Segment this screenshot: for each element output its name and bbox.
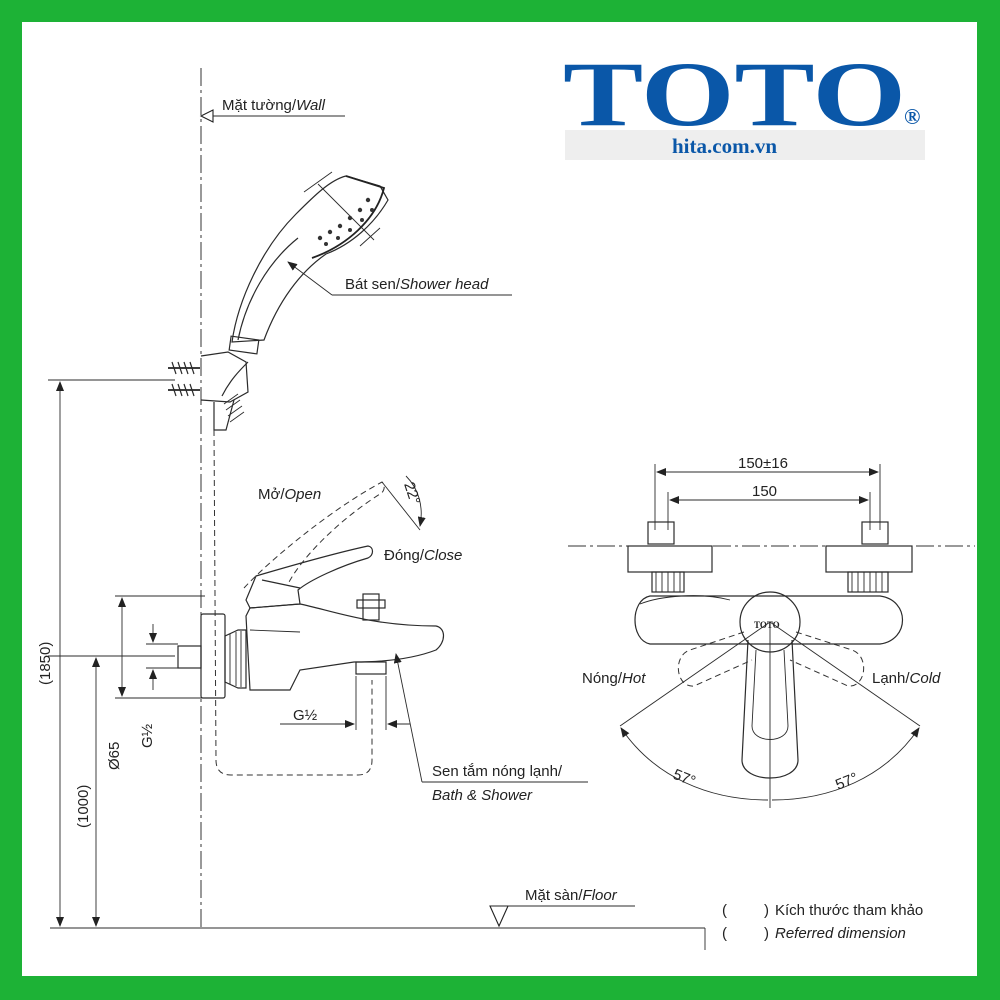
- legend-ref-vi: Kích thước tham khảo: [775, 902, 923, 919]
- rotation-angle-arcs: 57° 57°: [619, 621, 921, 808]
- height-dimensions: (1850) (1000) Ø65 G½: [37, 379, 205, 927]
- open-label: Mở/Open: [258, 486, 321, 503]
- legend-paren-close-1: ): [764, 902, 769, 919]
- dim-centers: 150: [752, 483, 777, 500]
- logo-wordmark: TOTO: [563, 43, 906, 145]
- legend-paren-open-2: (: [722, 925, 727, 942]
- dim-cold-angle: 57°: [833, 769, 860, 793]
- wall-label: Mặt tường/Wall: [222, 97, 326, 114]
- hot-label: Nóng/Hot: [582, 670, 646, 687]
- dim-mixer-height: (1000): [75, 785, 92, 828]
- mixer-callout: Sen tắm nóng lạnh/ Bath & Shower: [393, 653, 588, 804]
- website-text: hita.com.vn: [672, 134, 777, 158]
- floor-label: Mặt sàn/Floor: [525, 887, 618, 904]
- legend-paren-open-1: (: [722, 902, 727, 919]
- floor-callout: Mặt sàn/Floor: [489, 887, 635, 928]
- dim-centers-tolerance: 150±16: [738, 455, 788, 472]
- technical-drawing: TOTO ® hita.com.vn Mặt tường/Wall Mặt sà…: [37, 43, 975, 950]
- shower-head: [221, 171, 389, 423]
- dim-body-diameter: Ø65: [106, 742, 123, 770]
- dim-total-height: (1850): [37, 642, 54, 685]
- toto-logo: TOTO ® hita.com.vn: [563, 43, 925, 160]
- wall-callout: Mặt tường/Wall: [199, 97, 345, 123]
- mixer-label-vi: Sen tắm nóng lạnh/: [432, 763, 563, 780]
- legend-paren-close-2: ): [764, 925, 769, 942]
- handle-brand-text: TOTO: [754, 620, 780, 630]
- reference-legend: ( ) Kích thước tham khảo ( ) Referred di…: [722, 902, 923, 942]
- outlet-thread-dimension: G½: [280, 676, 410, 730]
- mixer-side-view: [177, 481, 445, 699]
- mixer-label-en: Bath & Shower: [432, 787, 533, 804]
- dim-inlet-thread: G½: [139, 723, 156, 748]
- dim-lever-angle: 22°: [400, 480, 423, 507]
- wall-marker-icon: [199, 109, 214, 123]
- shower-head-callout: Bát sen/Shower head: [287, 261, 512, 296]
- shower-head-label: Bát sen/Shower head: [345, 276, 489, 293]
- front-view-dimensions: 150±16 150: [654, 455, 881, 530]
- dim-outlet-thread: G½: [293, 707, 318, 724]
- floor-marker-icon: [489, 905, 509, 928]
- legend-ref-en: Referred dimension: [775, 925, 906, 942]
- close-label: Đóng/Close: [384, 547, 462, 564]
- registered-mark: ®: [904, 104, 920, 129]
- website-band: [565, 130, 925, 160]
- cold-label: Lạnh/Cold: [872, 670, 941, 687]
- wall-bracket: [168, 351, 249, 431]
- drawing-frame: TOTO ® hita.com.vn Mặt tường/Wall Mặt sà…: [22, 22, 977, 976]
- lever-angle-dimension: 22°: [381, 475, 426, 531]
- mixer-front-view: TOTO: [627, 521, 913, 779]
